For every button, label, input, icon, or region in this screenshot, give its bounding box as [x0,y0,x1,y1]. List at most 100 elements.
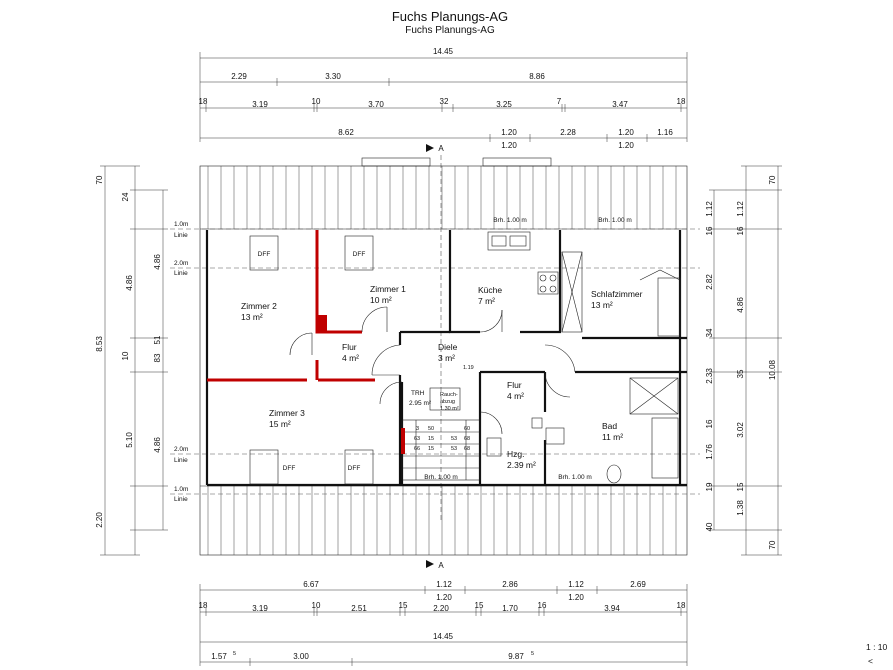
dim-right-inner: 2.33 [705,368,714,384]
room-name-kueche: Küche [478,285,502,295]
dim-bottom-2: 18 [677,601,686,610]
dim-right-mid: 4.86 [736,297,745,313]
dim-right-inner: 1.12 [705,201,714,217]
dim-top-3: 18 [677,97,686,106]
dim-bottom-1b: 1.20 [436,593,452,602]
room-name-flur: Flur [507,380,522,390]
room-area-bad: 11 m² [602,432,623,442]
stairs: 3 50 60 63 15 53 68 66 15 53 68 [401,419,502,481]
room-area-trh: 2.95 m² [409,400,432,407]
section-arrow-icon [426,144,434,152]
smoke-vent-label: Rauch- [440,392,458,398]
dim-right-inner: 1.76 [705,444,714,460]
stair-value: 15 [428,436,434,442]
stair-value: 53 [451,436,457,442]
dim-bottom-1: 2.86 [502,580,518,589]
dim-left-mid: 70 [95,175,104,184]
room-area-hzg: 2.39 m² [507,460,536,470]
dim-top-4b: 1.20 [618,141,634,150]
room-name-flur: Flur [342,342,357,352]
dim-right-inner: 2.82 [705,274,714,290]
dim-bottom-2: 3.94 [604,604,620,613]
stair-value: 53 [451,446,457,452]
scale-label: 1 : 10 [866,642,888,652]
stair-value: 68 [464,436,470,442]
sill-height-label: Brh. 1.00 m [493,217,527,224]
section-mark-top: A [438,144,444,153]
room-area-zimmer1: 10 m² [370,295,392,305]
dim-bottom-total: 14.45 [433,632,454,641]
dim-top-total: 14.45 [433,47,454,56]
line-label: Linie [174,232,188,239]
dim-bottom-4: 3.00 [293,652,309,661]
room-area-flur: 4 m² [507,391,524,401]
room-name-bad: Bad [602,421,617,431]
dff-label: DFF [348,465,361,472]
section-mark-bottom: A [438,561,444,570]
dimension-lines-right: 1.12 16 2.82 34 2.33 16 1.76 19 40 70 1.… [705,165,782,556]
dim-right-mid: 15 [736,482,745,491]
dim-top-3: 7 [557,97,562,106]
dimension-label: 1.19 [463,365,474,371]
dim-top-2: 2.29 [231,72,247,81]
dim-bottom-2: 3.19 [252,604,268,613]
dim-bottom-2: 2.20 [433,604,449,613]
room-area-flur: 4 m² [342,353,359,363]
room-area-zimmer2: 13 m² [241,312,263,322]
dim-top-4: 1.16 [657,128,673,137]
dim-left-mid: 24 [121,192,130,201]
dim-right-outer: 10.08 [768,359,777,380]
dim-left-outer: 8.53 [95,336,104,352]
dim-bottom-1: 6.67 [303,580,319,589]
dim-left-mid: 2.20 [95,512,104,528]
dim-bottom-4: 1.57 [211,652,227,661]
dim-bottom-1: 2.69 [630,580,646,589]
dim-top-3: 3.70 [368,100,384,109]
dim-left-inner: 51 [153,335,162,344]
dim-right-inner: 34 [705,328,714,337]
dff-label: DFF [353,251,366,258]
bathroom-fixtures [531,377,679,484]
room-name-zimmer1: Zimmer 1 [370,284,406,294]
stair-value: 3 [416,426,419,432]
dim-right-mid: 16 [736,226,745,235]
stair-value: 66 [414,446,420,452]
dim-bottom-1: 1.12 [568,580,584,589]
plan-title: Fuchs Planungs-AG [392,9,508,24]
room-name-trh: TRH [411,390,425,397]
dim-left-inner: 4.86 [153,254,162,270]
dim-top-2: 8.86 [529,72,545,81]
dim-bottom-2: 1.70 [502,604,518,613]
room-name-schlafzimmer: Schlafzimmer [591,289,643,299]
dim-left-mid: 5.10 [125,432,134,448]
dimension-lines-top: 14.45 2.29 3.30 8.86 18 3.19 10 3.70 32 … [199,47,688,150]
walls [205,230,687,487]
dim-bottom-4-sup: 5 [233,651,236,657]
line-label: Linie [174,457,188,464]
stair-value: 68 [464,446,470,452]
dim-bottom-4-sup: 5 [531,651,534,657]
sill-height-label: Brh. 1.00 m [598,217,632,224]
line-label: 1.0m [174,486,188,493]
line-label: Linie [174,496,188,503]
dim-top-3: 10 [312,97,321,106]
sill-height-label: Brh. 1.00 m [424,474,458,481]
smoke-vent-label: 1.30 m² [440,406,459,412]
dff-label: DFF [258,251,271,258]
roof-tiles-bottom [207,486,677,555]
dim-bottom-2: 2.51 [351,604,367,613]
dim-right-inner: 19 [705,482,714,491]
stair-value: 63 [414,436,420,442]
stair-value: 15 [428,446,434,452]
dim-right-mid: 35 [736,369,745,378]
wardrobe [561,251,681,337]
dim-right-mid: 3.02 [736,422,745,438]
dim-bottom-2: 18 [199,601,208,610]
line-label: 2.0m [174,446,188,453]
room-area-kueche: 7 m² [478,296,495,306]
dff-windows [249,235,374,485]
dim-bottom-1: 1.12 [436,580,452,589]
dim-right-inner: 16 [705,419,714,428]
dim-top-3: 3.25 [496,100,512,109]
